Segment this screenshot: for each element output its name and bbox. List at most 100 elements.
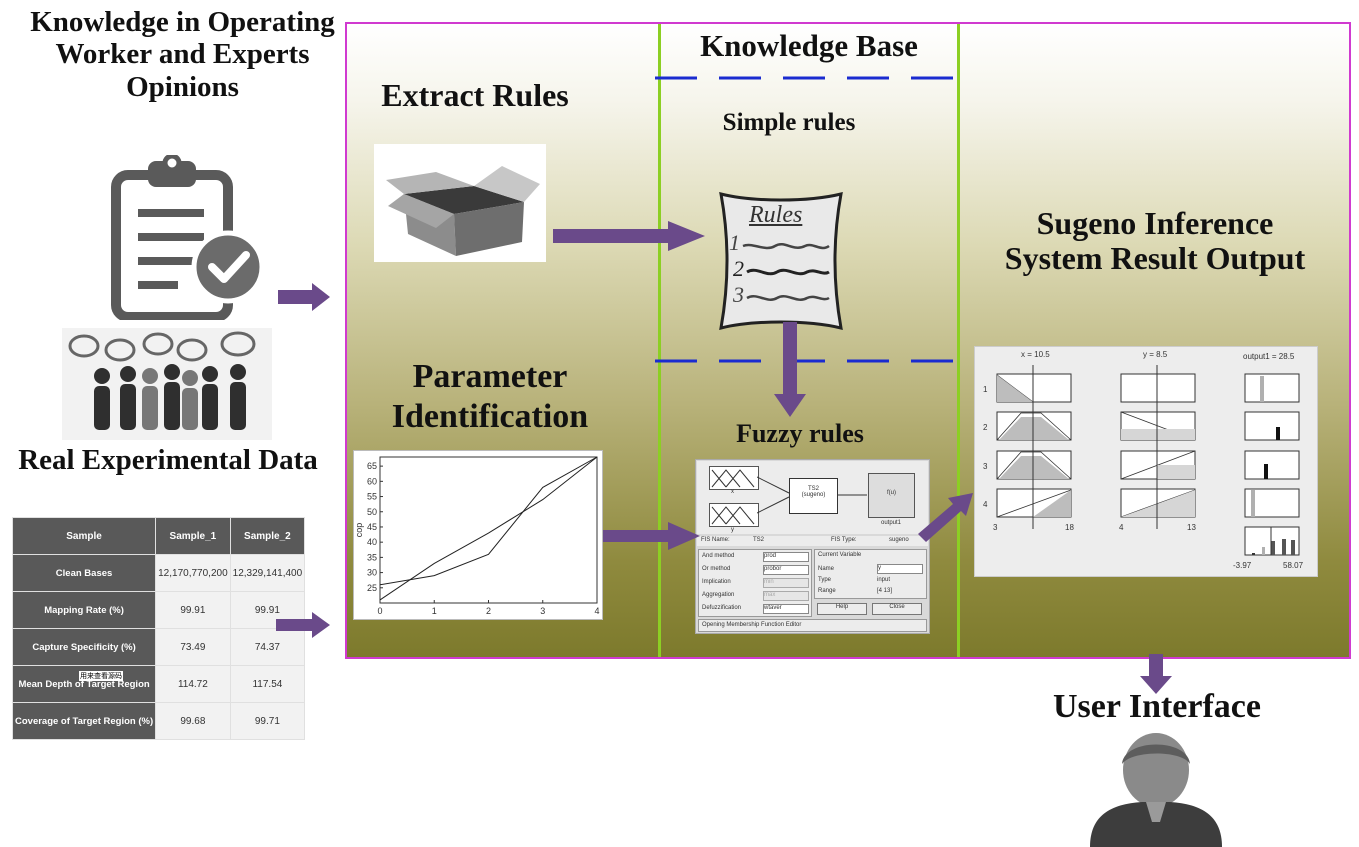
- table-row: Mapping Rate (%) 99.91 99.91: [11, 591, 306, 629]
- input-y-block: [709, 503, 759, 527]
- method-select[interactable]: wtaver: [763, 604, 809, 614]
- table-cell: 99.91: [229, 591, 306, 629]
- rule-number: 2: [733, 256, 744, 281]
- box-image-panel: [374, 144, 546, 262]
- real-experimental-title: Real Experimental Data: [18, 444, 318, 476]
- close-button[interactable]: Close: [872, 603, 922, 615]
- method-select[interactable]: prod: [763, 552, 809, 562]
- method-row: Aggregation max: [699, 589, 811, 602]
- current-variable-panel: Current Variable Name y Type input Range…: [814, 549, 927, 599]
- x-tick-label: 3: [540, 606, 545, 616]
- table-row: Capture Specificity (%) 73.49 74.37: [11, 628, 306, 666]
- x-range-max: 18: [1065, 523, 1074, 532]
- x-tick-label: 0: [377, 606, 382, 616]
- out-range-min: -3.97: [1233, 561, 1252, 570]
- x-tick-label: 1: [432, 606, 437, 616]
- y-tick-label: 60: [367, 476, 377, 486]
- arrow-right-icon: [603, 522, 700, 550]
- x-range-min: 3: [993, 523, 998, 532]
- divider-left: [658, 24, 661, 657]
- divider-right: [957, 24, 960, 657]
- y-range-min: 4: [1119, 523, 1124, 532]
- var-type-value: input: [877, 577, 891, 583]
- method-select[interactable]: max: [763, 591, 809, 601]
- row-label: Mean Depth of Target Region 用来查看源码: [11, 665, 157, 703]
- people-discussion-icon: [62, 328, 272, 440]
- rules-paper-panel: Rules 1 2 3: [713, 188, 848, 333]
- fis-name-row: FIS Name: TS2 FIS Type: sugeno: [697, 536, 928, 546]
- var-name-label: Name: [818, 566, 835, 572]
- system-name: TS2: [807, 486, 819, 492]
- fis-type-value: sugeno: [889, 537, 909, 543]
- method-select[interactable]: min: [763, 578, 809, 588]
- open-box-icon: [386, 166, 540, 256]
- method-label: Or method: [702, 566, 731, 572]
- y-tick-label: 35: [367, 552, 377, 562]
- input-y-label: y: [731, 527, 734, 533]
- parameter-identification-title: Parameter Identification: [391, 358, 589, 436]
- table-cell: 12,329,141,400: [229, 554, 306, 592]
- clipboard-check-icon: [111, 155, 265, 320]
- table-cell: 99.91: [155, 591, 231, 629]
- var-name-input[interactable]: y: [877, 564, 923, 574]
- table-cell: 74.37: [229, 628, 306, 666]
- fis-editor-window: x y TS2 (sugeno) f(u) output1 FIS Name: …: [695, 459, 930, 634]
- user-avatar-icon: [1090, 733, 1222, 847]
- rule-number: 3: [733, 282, 744, 307]
- rule-viewer-plots: [996, 365, 1300, 556]
- y-axis-label: cop: [354, 523, 364, 538]
- simple-rules-title: Simple rules: [722, 109, 856, 136]
- arrow-right-icon: [553, 221, 705, 251]
- row-label: Clean Bases: [11, 554, 157, 592]
- method-label: Implication: [702, 579, 731, 585]
- fis-diagram: x y TS2 (sugeno) f(u) output1: [697, 461, 928, 534]
- y-range-max: 13: [1187, 523, 1196, 532]
- y-tick-label: 25: [367, 583, 377, 593]
- y-tick-label: 50: [367, 507, 377, 517]
- table-row: Mean Depth of Target Region 用来查看源码 114.7…: [11, 665, 306, 703]
- row-label: Coverage of Target Region (%): [11, 702, 157, 740]
- x-value-label: x = 10.5: [1021, 350, 1050, 359]
- y-tick-label: 30: [367, 568, 377, 578]
- method-row: Or method probor: [699, 563, 811, 576]
- arrow-diagonal-icon: [918, 493, 973, 542]
- rules-heading: Rules: [749, 202, 803, 228]
- rule-row-number: 1: [983, 385, 988, 394]
- rule-row-number: 2: [983, 423, 988, 432]
- row-label: Mapping Rate (%): [11, 591, 157, 629]
- input-x-label: x: [731, 489, 734, 495]
- fis-type-label: FIS Type:: [831, 537, 857, 543]
- knowledge-operating-title: Knowledge in Operating Worker and Expert…: [30, 6, 335, 103]
- rule-row-number: 4: [983, 500, 988, 509]
- fis-name-value: TS2: [753, 537, 765, 543]
- table-cell: 12,170,770,200: [155, 554, 231, 592]
- arrow-down-icon: [774, 322, 806, 417]
- y-tick-label: 65: [367, 461, 377, 471]
- var-range-value: [4 13]: [877, 588, 893, 594]
- status-bar: Opening Membership Function Editor: [698, 619, 927, 632]
- table-cell: 117.54: [229, 665, 306, 703]
- output-label: output1: [881, 520, 902, 526]
- fuzzy-rules-title: Fuzzy rules: [736, 419, 864, 448]
- method-select[interactable]: probor: [763, 565, 809, 575]
- output-block: f(u): [868, 473, 915, 518]
- y-tick-label: 45: [367, 522, 377, 532]
- help-button[interactable]: Help: [817, 603, 867, 615]
- user-interface-title: User Interface: [1052, 688, 1261, 725]
- methods-panel: And method prod Or method probor Implica…: [698, 549, 812, 617]
- arrow-right-icon: [278, 283, 330, 311]
- output-function: f(u): [887, 490, 896, 496]
- x-tick-label: 4: [594, 606, 599, 616]
- experimental-data-table: Sample Sample_1 Sample_2 Clean Bases 12,…: [11, 517, 306, 740]
- method-label: And method: [702, 553, 735, 559]
- rule-viewer-panel: x = 10.5 y = 8.5 output1 = 28.5 1 2 3 4: [974, 346, 1318, 577]
- series-line: [379, 456, 598, 586]
- input-x-block: [709, 466, 759, 490]
- arrow-down-icon: [1140, 654, 1172, 694]
- x-tick-label: 2: [486, 606, 491, 616]
- method-label: Defuzzification: [702, 605, 742, 611]
- fis-connectors: [757, 476, 867, 514]
- current-variable-title: Current Variable: [818, 552, 862, 558]
